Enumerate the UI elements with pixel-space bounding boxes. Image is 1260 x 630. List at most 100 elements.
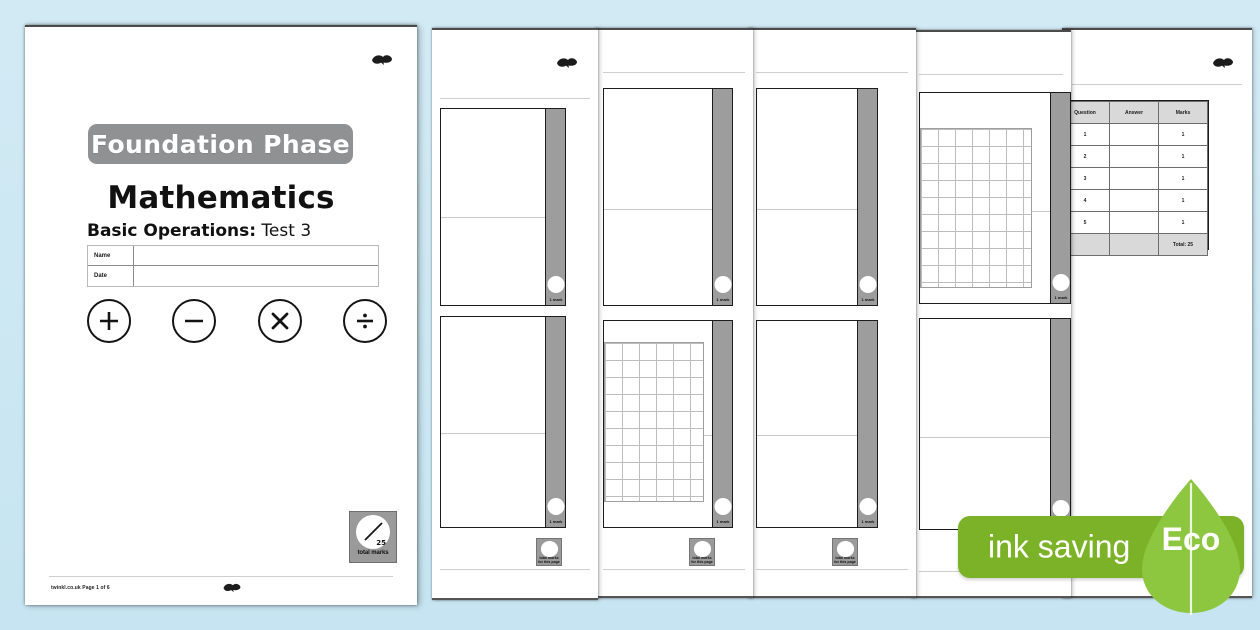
writing-rule (441, 433, 565, 434)
test-subtitle-topic: Basic Operations: (87, 221, 257, 241)
twinkl-logo (554, 54, 580, 70)
name-date-table[interactable]: Name Date (87, 245, 379, 287)
answer-table-header-row: Question Answer Marks (1062, 101, 1208, 124)
total-marks-label: total marks (357, 550, 389, 556)
writing-rule (757, 435, 877, 436)
question-box[interactable]: 1 mark (919, 318, 1071, 530)
page-total-label: total marks for this page (834, 556, 856, 565)
name-row: Name (88, 246, 378, 266)
mark-score-circle[interactable] (859, 276, 876, 293)
divide-icon (342, 299, 387, 343)
worksheet-page-5[interactable]: Question Answer Marks 1 1 2 1 (1062, 28, 1252, 598)
page-total-label: total marks for this page (538, 556, 560, 565)
question-box[interactable]: 1 mark (440, 316, 566, 528)
marks-sidebar: 1 mark (545, 109, 565, 305)
marks-sidebar: 1 mark (857, 89, 877, 305)
answer-table-total-row: Total: 25 (1062, 233, 1208, 256)
writing-rule (604, 209, 732, 210)
answer-total-value: Total: 25 (1158, 233, 1208, 256)
page-total-marks-badge[interactable]: total marks for this page (832, 538, 858, 566)
date-input[interactable] (134, 266, 378, 286)
writing-rule (757, 209, 877, 210)
mark-score-circle[interactable] (1052, 500, 1069, 517)
minus-icon (172, 299, 217, 343)
worksheet-page-4[interactable]: 1 mark 1 mark (911, 30, 1071, 598)
page-footer-rule (919, 571, 1063, 572)
page-total-label: total marks for this page (691, 556, 713, 565)
operations-row (87, 299, 387, 343)
marks-sidebar: 1 mark (1050, 319, 1070, 529)
answer-cell-marks: 1 (1158, 145, 1208, 168)
answer-cell-marks: 1 (1158, 189, 1208, 212)
question-box[interactable]: 1 mark (756, 320, 878, 528)
mark-score-circle[interactable] (547, 276, 564, 293)
grid-paper-area (920, 128, 1032, 288)
test-subtitle: Basic Operations: Test 3 (87, 221, 311, 241)
cover-page[interactable]: Foundation Phase Mathematics Basic Opera… (25, 25, 417, 605)
test-subtitle-number: Test 3 (256, 221, 312, 241)
answer-cell-answer (1109, 211, 1159, 234)
mark-score-circle[interactable] (714, 276, 731, 293)
writing-rule (441, 217, 565, 218)
page-header-rule (1072, 84, 1242, 85)
name-label: Name (88, 246, 134, 265)
page-total-marks-badge[interactable]: total marks for this page (689, 538, 715, 566)
page-header-rule (756, 72, 908, 73)
total-marks-circle: 25 (356, 515, 390, 549)
page-bottom-edge (748, 596, 916, 598)
page-bottom-edge (911, 596, 1071, 598)
page-total-circle (836, 541, 854, 557)
name-input[interactable] (134, 246, 378, 265)
cover-content: Foundation Phase Mathematics Basic Opera… (25, 25, 417, 605)
twinkl-logo (1210, 54, 1236, 70)
mark-score-circle[interactable] (714, 498, 731, 515)
footer-text: twinkl.co.uk Page 1 of 6 (51, 585, 110, 591)
page-header-rule (919, 74, 1063, 75)
answer-total-spacer (1109, 233, 1159, 256)
footer-divider (49, 576, 393, 577)
table-row: 3 1 (1062, 167, 1208, 190)
marks-sidebar: 1 mark (545, 317, 565, 527)
table-row: 1 1 (1062, 123, 1208, 146)
marks-caption: 1 mark (1054, 520, 1068, 526)
question-box[interactable]: 1 mark (440, 108, 566, 306)
phase-banner: Foundation Phase (88, 124, 353, 164)
page-total-marks-badge[interactable]: total marks for this page (536, 538, 562, 566)
page-footer-rule (440, 569, 590, 570)
marks-caption: 1 mark (549, 296, 563, 302)
marks-sidebar: 1 mark (712, 89, 732, 305)
total-marks-badge[interactable]: 25 total marks (349, 511, 397, 563)
answer-cell-answer (1109, 123, 1159, 146)
worksheet-page-1[interactable]: 1 mark 1 mark total marks for this page (432, 28, 598, 600)
page-bottom-edge (1062, 596, 1252, 598)
mark-score-circle[interactable] (547, 498, 564, 515)
twinkl-logo (369, 51, 395, 67)
marks-sidebar: 1 mark (1050, 93, 1070, 303)
marks-caption: 1 mark (716, 296, 730, 302)
twinkl-logo (221, 580, 243, 594)
table-row: 2 1 (1062, 145, 1208, 168)
marks-caption: 1 mark (716, 518, 730, 524)
table-row: 5 1 (1062, 211, 1208, 234)
marks-caption: 1 mark (861, 296, 875, 302)
marks-caption: 1 mark (861, 518, 875, 524)
total-marks-denominator: 25 (376, 539, 386, 547)
answer-table-header-question: Question (1062, 101, 1110, 124)
plus-icon (87, 299, 131, 343)
page-footer-rule (603, 569, 745, 570)
page-title: Mathematics (107, 180, 335, 216)
table-row: 4 1 (1062, 189, 1208, 212)
answer-mark-scheme-table[interactable]: Question Answer Marks 1 1 2 1 (1062, 100, 1209, 256)
mark-score-circle[interactable] (859, 498, 876, 515)
answer-cell-answer (1109, 189, 1159, 212)
page-footer-rule (756, 569, 908, 570)
answer-cell-marks: 1 (1158, 211, 1208, 234)
answer-table-header-marks: Marks (1158, 101, 1208, 124)
answer-cell-answer (1109, 145, 1159, 168)
question-box[interactable]: 1 mark (756, 88, 878, 306)
mark-score-circle[interactable] (1052, 274, 1069, 291)
worksheet-page-3[interactable]: 1 mark 1 mark total marks for this page (748, 28, 916, 598)
worksheet-page-2[interactable]: 1 mark 1 mark total marks for this page (595, 28, 753, 598)
question-box[interactable]: 1 mark (603, 88, 733, 306)
